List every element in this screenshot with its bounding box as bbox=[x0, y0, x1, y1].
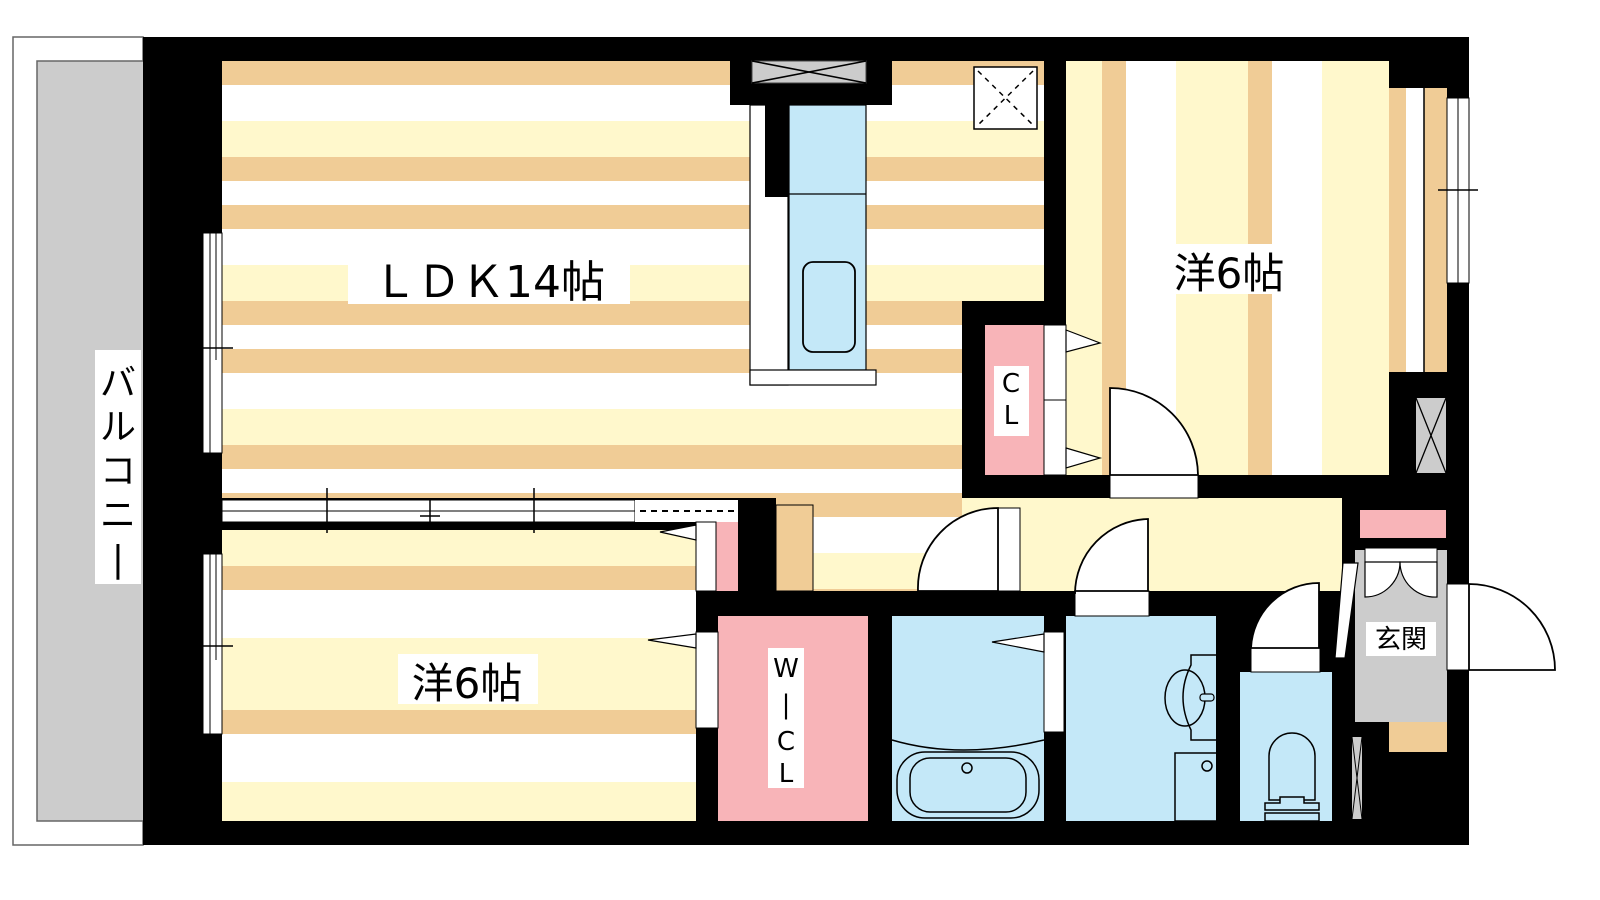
ldk-floor bbox=[222, 61, 1044, 498]
wic-label-c: C bbox=[777, 727, 795, 757]
washroom bbox=[1066, 616, 1216, 821]
toilet-icon bbox=[1264, 732, 1320, 822]
refrigerator-space-icon bbox=[973, 66, 1038, 130]
western-room-1-label: 洋6帖 bbox=[1174, 249, 1285, 298]
western-room-2-label: 洋6帖 bbox=[412, 659, 523, 708]
balcony-label-char: ル bbox=[100, 407, 136, 448]
balcony-label-char: | bbox=[112, 539, 124, 580]
balcony-label: バルコニ| bbox=[100, 363, 136, 580]
balcony-label-char: ニ bbox=[100, 495, 136, 536]
wic-label-w: W bbox=[773, 654, 799, 684]
kitchen-counter bbox=[788, 104, 867, 371]
washbasin-icon bbox=[1164, 654, 1239, 741]
window-ldk bbox=[192, 232, 233, 454]
entrance-label: 玄関 bbox=[1375, 625, 1427, 655]
closet-label-l: L bbox=[1004, 401, 1019, 431]
ldk-label-bg bbox=[348, 254, 630, 304]
balcony-label-bg bbox=[95, 350, 141, 584]
bathroom bbox=[892, 616, 1044, 821]
kitchen-sink-icon bbox=[802, 261, 856, 353]
balcony-label-char: バ bbox=[100, 363, 136, 404]
toilet-room bbox=[1240, 672, 1332, 821]
wic-label-i: | bbox=[782, 690, 791, 720]
balcony-label-char: コ bbox=[100, 451, 136, 492]
bathtub-icon bbox=[896, 751, 1040, 819]
window-western-room-2 bbox=[192, 553, 233, 735]
closet-label-c: C bbox=[1002, 369, 1020, 399]
ldk-label: ＬＤＫ14帖 bbox=[373, 257, 605, 308]
wic-label-l: L bbox=[779, 759, 794, 789]
